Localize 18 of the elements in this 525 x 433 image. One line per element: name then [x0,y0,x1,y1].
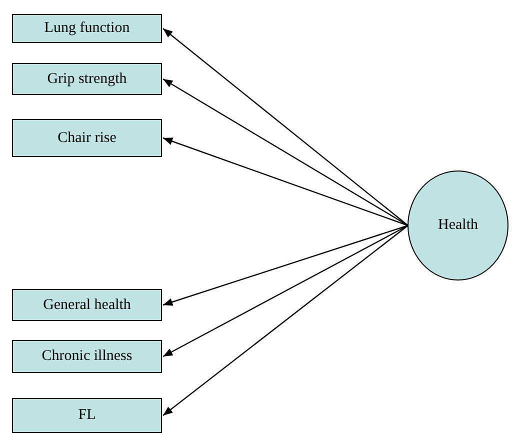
arrow [162,225,408,416]
variable-box [12,63,162,95]
arrow [162,28,408,226]
arrow [162,137,408,226]
variable-box [12,119,162,157]
arrow [162,224,408,306]
latent-ellipse [407,170,509,281]
node-label: Chair rise [58,130,116,146]
variable-box [12,398,162,433]
node-label: FL [78,407,96,424]
variable-box [12,289,162,321]
node-label: Chronic illness [42,348,132,365]
node-label: Health [438,217,478,234]
variable-box [12,14,162,43]
node-label: Grip strength [47,70,127,88]
node-label: Lung function [44,20,130,37]
variable-box [12,340,162,373]
node-label: General health [43,296,131,314]
